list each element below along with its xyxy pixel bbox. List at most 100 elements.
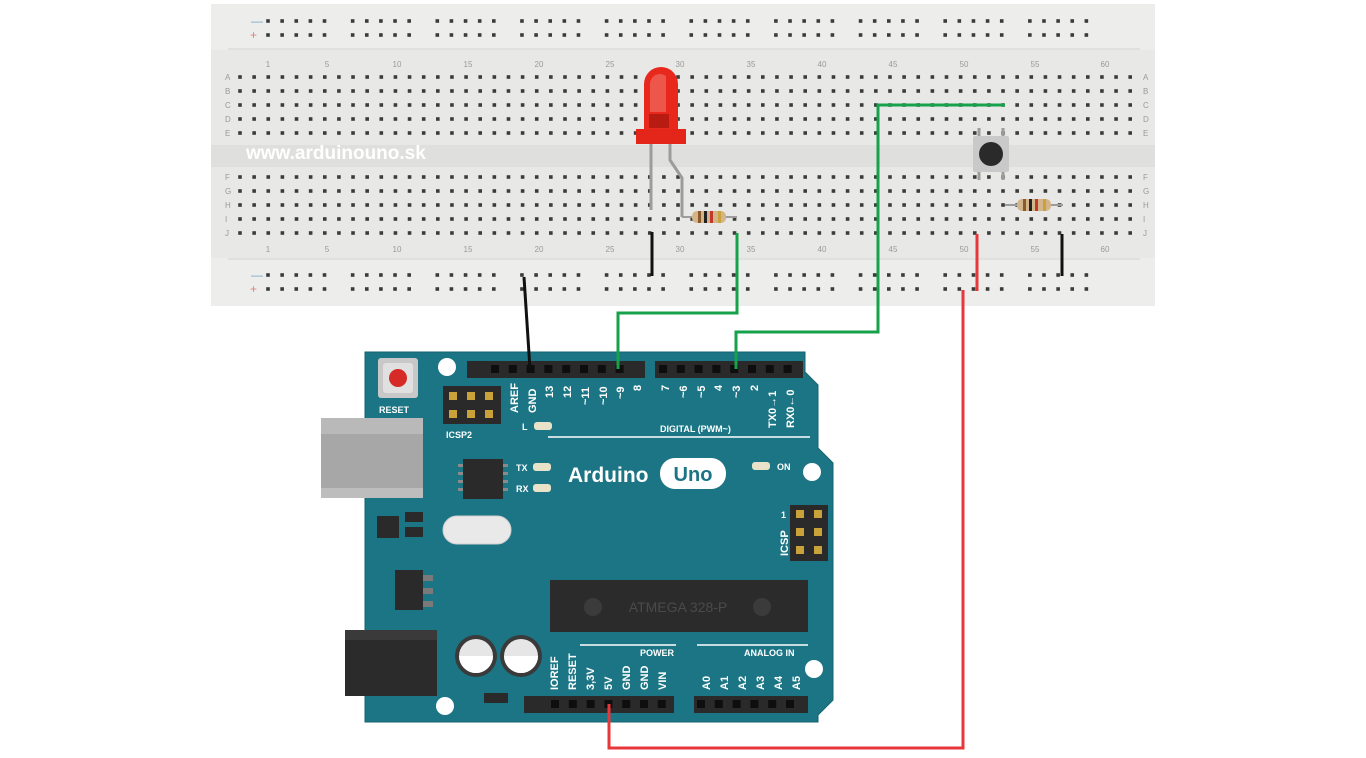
col-num: 45 bbox=[889, 60, 898, 69]
red-led bbox=[636, 67, 686, 217]
breadboard-hole bbox=[1029, 189, 1034, 193]
breadboard-hole bbox=[520, 117, 525, 121]
breadboard-hole bbox=[774, 19, 778, 23]
breadboard-hole bbox=[549, 103, 553, 107]
breadboard-hole bbox=[761, 89, 765, 93]
breadboard-hole bbox=[280, 231, 285, 235]
breadboard-hole bbox=[789, 89, 793, 93]
breadboard-hole bbox=[1043, 103, 1048, 107]
breadboard-hole bbox=[562, 287, 567, 291]
breadboard-hole bbox=[1114, 231, 1118, 235]
breadboard-hole bbox=[1100, 89, 1104, 93]
breadboard-hole bbox=[280, 117, 285, 121]
breadboard-hole bbox=[407, 189, 412, 193]
breadboard-hole bbox=[817, 217, 822, 221]
breadboard-hole bbox=[350, 19, 355, 23]
breadboard-hole bbox=[1071, 231, 1076, 235]
col-num: 10 bbox=[393, 245, 402, 254]
breadboard-hole bbox=[633, 217, 638, 221]
breadboard-hole bbox=[1071, 89, 1076, 93]
breadboard-hole bbox=[337, 117, 341, 121]
breadboard-hole bbox=[407, 75, 412, 79]
breadboard-hole bbox=[872, 273, 877, 277]
breadboard-hole bbox=[266, 33, 270, 37]
breadboard-hole bbox=[1042, 19, 1046, 23]
breadboard-hole bbox=[506, 103, 511, 107]
breadboard-hole bbox=[294, 19, 299, 23]
push-button[interactable] bbox=[973, 128, 1009, 180]
breadboard-hole bbox=[1114, 89, 1118, 93]
breadboard-hole bbox=[1100, 231, 1104, 235]
model-label: Uno bbox=[674, 464, 713, 486]
breadboard-hole bbox=[788, 273, 792, 277]
breadboard-hole bbox=[435, 273, 440, 277]
breadboard-hole bbox=[478, 217, 483, 221]
breadboard-hole bbox=[506, 131, 511, 135]
breadboard-hole bbox=[549, 75, 553, 79]
breadboard-hole bbox=[1086, 231, 1090, 235]
breadboard-hole bbox=[351, 189, 355, 193]
breadboard-hole bbox=[379, 103, 384, 107]
capacitor bbox=[455, 635, 497, 677]
breadboard-hole bbox=[859, 75, 864, 79]
breadboard-hole bbox=[972, 117, 977, 121]
breadboard-hole bbox=[421, 117, 426, 121]
breadboard-hole bbox=[859, 203, 864, 207]
breadboard-hole bbox=[294, 33, 299, 37]
reset-button[interactable] bbox=[378, 358, 418, 398]
header-pin bbox=[622, 700, 631, 708]
breadboard-hole bbox=[1043, 75, 1048, 79]
breadboard-hole bbox=[902, 231, 906, 235]
breadboard-hole bbox=[1057, 231, 1062, 235]
breadboard-hole bbox=[365, 231, 369, 235]
breadboard-hole bbox=[618, 19, 623, 23]
breadboard-hole bbox=[549, 217, 553, 221]
breadboard-hole bbox=[534, 287, 538, 291]
breadboard-hole bbox=[1100, 103, 1104, 107]
breadboard-hole bbox=[1057, 103, 1062, 107]
breadboard-hole bbox=[506, 203, 511, 207]
breadboard-hole bbox=[322, 89, 327, 93]
breadboard-hole bbox=[633, 203, 638, 207]
breadboard-hole bbox=[774, 33, 778, 37]
breadboard-hole bbox=[604, 287, 609, 291]
col-num: 45 bbox=[889, 245, 898, 254]
breadboard-hole bbox=[859, 217, 864, 221]
breadboard-hole bbox=[775, 131, 779, 135]
row-label-c-right: C bbox=[1143, 101, 1149, 110]
breadboard-hole bbox=[591, 203, 596, 207]
breadboard-hole bbox=[337, 189, 341, 193]
breadboard-hole bbox=[322, 287, 327, 291]
breadboard-hole bbox=[676, 203, 680, 207]
col-num: 25 bbox=[606, 245, 615, 254]
breadboard-hole bbox=[351, 175, 355, 179]
breadboard-hole bbox=[577, 117, 581, 121]
breadboard-hole bbox=[407, 89, 412, 93]
breadboard-hole bbox=[731, 33, 736, 37]
breadboard-hole bbox=[563, 175, 567, 179]
breadboard-hole bbox=[858, 33, 863, 37]
breadboard-hole bbox=[717, 33, 722, 37]
breadboard-hole bbox=[364, 273, 369, 277]
breadboard-hole bbox=[1071, 75, 1076, 79]
breadboard-hole bbox=[576, 273, 581, 277]
breadboard-hole bbox=[266, 217, 271, 221]
breadboard-hole bbox=[294, 103, 299, 107]
breadboard-hole bbox=[1043, 89, 1048, 93]
breadboard-hole bbox=[746, 203, 751, 207]
breadboard-hole bbox=[915, 287, 919, 291]
breadboard-hole bbox=[604, 273, 609, 277]
breadboard-hole bbox=[393, 131, 398, 135]
breadboard-hole bbox=[549, 175, 553, 179]
breadboard-hole bbox=[888, 89, 892, 93]
breadboard-hole bbox=[238, 217, 242, 221]
breadboard-hole bbox=[845, 231, 850, 235]
row-label-f: F bbox=[225, 173, 230, 182]
breadboard-hole bbox=[576, 33, 581, 37]
breadboard-hole bbox=[322, 103, 327, 107]
breadboard-hole bbox=[351, 203, 355, 207]
breadboard-hole bbox=[718, 231, 723, 235]
breadboard-hole bbox=[831, 217, 836, 221]
breadboard-hole bbox=[888, 203, 892, 207]
breadboard-hole bbox=[477, 273, 482, 277]
